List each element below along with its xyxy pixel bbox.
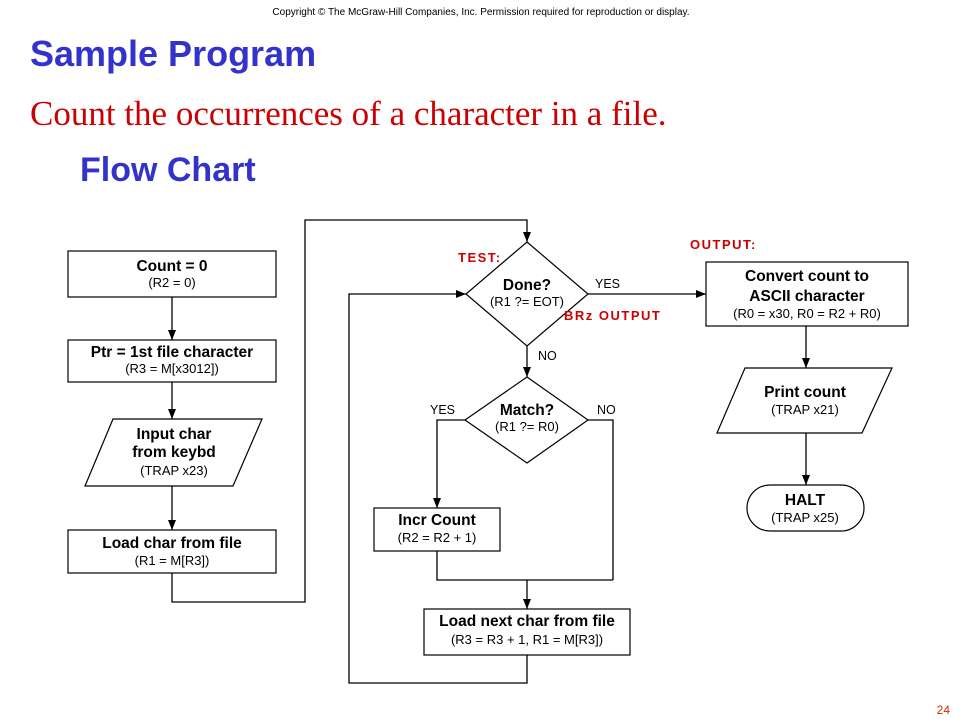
node-print-count-title: Print count: [764, 384, 846, 401]
process-box: [373, 507, 501, 552]
node-load-next: Load next char from file (R3 = R3 + 1, R…: [423, 608, 631, 656]
node-load-next-detail: (R3 = R3 + 1, R1 = M[R3]): [451, 632, 603, 647]
process-box: [67, 339, 277, 383]
node-count-init: Count = 0 (R2 = 0): [67, 250, 277, 298]
edge-label-match-no: NO: [597, 403, 616, 417]
edge-label-done-yes: YES: [595, 277, 620, 291]
node-match-test-title: Match?: [500, 402, 554, 419]
connector-match-yes: [433, 419, 465, 508]
process-box: [423, 608, 631, 656]
process-box: [705, 261, 909, 327]
node-input-char-title: Input char: [137, 426, 212, 443]
node-match-test-detail: (R1 ?= R0): [495, 419, 559, 434]
page-number: 24: [937, 703, 951, 717]
node-load-char: Load char from file (R1 = M[R3]): [67, 529, 277, 574]
section-heading: Flow Chart: [80, 151, 256, 189]
node-load-next-title: Load next char from file: [439, 613, 615, 630]
node-ptr-init-detail: (R3 = M[x3012]): [125, 361, 219, 376]
connector-loop-back: [348, 290, 528, 684]
node-convert-detail: (R0 = x30, R0 = R2 + R0): [733, 306, 881, 321]
node-convert-title: Convert count to: [745, 268, 869, 285]
connector-incr-merge: [436, 551, 613, 581]
page-title: Sample Program: [30, 33, 316, 74]
node-incr-count-title: Incr Count: [398, 512, 476, 529]
node-input-char: Input char from keybd (TRAP x23): [84, 418, 263, 487]
copyright-notice: Copyright © The McGraw-Hill Companies, I…: [272, 7, 689, 18]
process-box: [67, 529, 277, 574]
node-load-char-title: Load char from file: [102, 535, 242, 552]
node-incr-count: Incr Count (R2 = R2 + 1): [373, 507, 501, 552]
flowchart-connectors: [168, 219, 810, 684]
input-output-parallelogram: [84, 418, 263, 487]
decision-diamond: [465, 241, 589, 347]
edge-label-match-yes: YES: [430, 403, 455, 417]
annotation-test-label: TEST:: [458, 250, 502, 265]
node-convert-title-line-2: ASCII character: [749, 288, 864, 305]
node-load-char-detail: (R1 = M[R3]): [135, 553, 210, 568]
input-output-parallelogram: [716, 367, 893, 434]
node-ptr-init-title: Ptr = 1st file character: [91, 344, 253, 361]
node-count-init-detail: (R2 = 0): [148, 275, 195, 290]
node-match-test: Match? (R1 ?= R0): [463, 376, 590, 464]
node-ptr-init: Ptr = 1st file character (R3 = M[x3012]): [67, 339, 277, 383]
node-halt-title: HALT: [785, 492, 826, 509]
node-incr-count-detail: (R2 = R2 + 1): [398, 530, 477, 545]
terminal-pill: [746, 484, 865, 532]
node-input-char-title-line-2: from keybd: [132, 444, 216, 461]
page-subtitle: Count the occurrences of a character in …: [30, 94, 666, 133]
node-halt: HALT (TRAP x25): [746, 484, 865, 532]
annotation-output-label: OUTPUT:: [690, 237, 757, 252]
node-done-test-detail: (R1 ?= EOT): [490, 294, 564, 309]
decision-diamond: [463, 376, 590, 464]
connector-load-to-done: [171, 219, 531, 603]
node-convert: Convert count to ASCII character (R0 = x…: [705, 261, 909, 327]
node-print-count-detail: (TRAP x21): [771, 402, 839, 417]
node-count-init-title: Count = 0: [136, 258, 207, 275]
annotation-brz-output: BRz OUTPUT: [564, 308, 661, 323]
node-halt-detail: (TRAP x25): [771, 510, 839, 525]
connector-match-no: [588, 419, 614, 580]
process-box: [67, 250, 277, 298]
node-done-test-title: Done?: [503, 277, 551, 294]
node-done-test: Done? (R1 ?= EOT): [465, 241, 589, 347]
edge-label-done-no: NO: [538, 349, 557, 363]
node-input-char-detail: (TRAP x23): [140, 463, 208, 478]
node-print-count: Print count (TRAP x21): [716, 367, 893, 434]
